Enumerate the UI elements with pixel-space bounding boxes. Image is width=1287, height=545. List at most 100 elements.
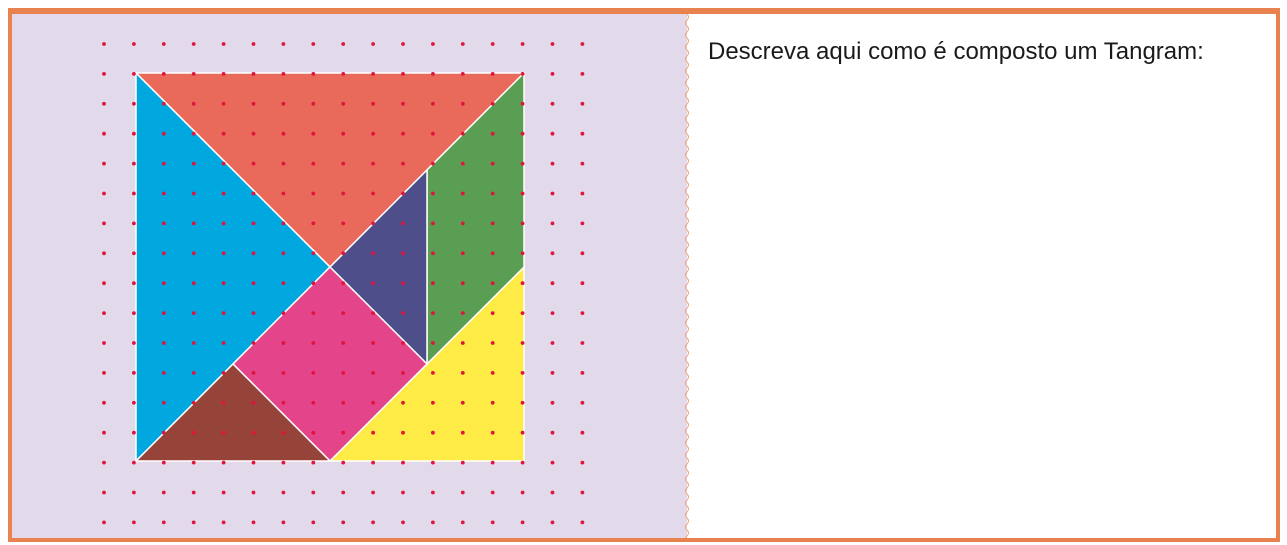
grid-dot: [161, 520, 166, 525]
grid-dot: [281, 400, 286, 405]
grid-dot: [431, 72, 435, 76]
grid-dot: [281, 371, 286, 375]
grid-dot: [132, 191, 136, 196]
grid-dot: [580, 161, 585, 166]
grid-dot: [102, 341, 106, 345]
grid-dot: [102, 221, 106, 226]
grid-dot: [281, 520, 286, 525]
grid-dot: [161, 311, 166, 315]
grid-dot: [431, 221, 435, 226]
grid-dot: [580, 311, 585, 315]
grid-dot: [221, 490, 226, 495]
grid-dot: [520, 131, 525, 136]
grid-dot: [191, 72, 196, 76]
grid-dot: [102, 400, 106, 405]
grid-dot: [132, 281, 136, 286]
grid-dot: [550, 520, 555, 525]
grid-dot: [490, 460, 495, 465]
wavy-divider: [685, 14, 689, 538]
grid-dot: [431, 191, 435, 196]
grid-dot: [132, 341, 136, 345]
grid-dot: [251, 42, 256, 46]
grid-dot: [550, 251, 555, 256]
grid-dot: [550, 341, 555, 345]
grid-dot: [550, 281, 555, 286]
grid-dot: [580, 371, 585, 375]
grid-dot: [550, 460, 555, 465]
grid-dot: [431, 371, 435, 375]
grid-dot: [221, 371, 226, 375]
grid-dot: [431, 520, 435, 525]
grid-dot: [102, 490, 106, 495]
grid-dot: [281, 191, 286, 196]
grid-dot: [102, 42, 106, 46]
grid-dot: [580, 72, 585, 76]
grid-dot: [460, 131, 465, 136]
grid-dot: [371, 371, 375, 375]
grid-dot: [161, 131, 166, 136]
grid-dot: [371, 281, 375, 286]
grid-dot: [251, 281, 256, 286]
grid-dot: [251, 311, 256, 315]
grid-dot: [371, 42, 375, 46]
grid-dot: [490, 101, 495, 106]
grid-dot: [460, 400, 465, 405]
grid-dot: [431, 400, 435, 405]
grid-dot: [371, 341, 375, 345]
grid-dot: [550, 311, 555, 315]
grid-dot: [341, 101, 346, 106]
grid-dot: [490, 131, 495, 136]
grid-dot: [371, 101, 375, 106]
grid-dot: [311, 430, 316, 435]
grid-dot: [311, 42, 316, 46]
grid-dot: [341, 191, 346, 196]
grid-dot: [580, 460, 585, 465]
grid-dot: [281, 161, 286, 166]
small-triangle-bottom-left: [134, 362, 332, 462]
grid-dot: [251, 251, 256, 256]
grid-dot: [221, 191, 226, 196]
grid-dot: [371, 430, 375, 435]
grid-dot: [431, 281, 435, 286]
grid-dot: [520, 191, 525, 196]
grid-dot: [460, 101, 465, 106]
grid-dot: [550, 42, 555, 46]
grid-dot: [431, 42, 435, 46]
grid-dot: [401, 341, 405, 345]
grid-dot: [341, 131, 346, 136]
grid-dot: [371, 460, 375, 465]
grid-dot: [460, 281, 465, 286]
grid-dot: [580, 42, 585, 46]
grid-dot: [520, 251, 525, 256]
answer-panel[interactable]: Descreva aqui como é composto um Tangram…: [690, 14, 1270, 538]
grid-dot: [341, 520, 346, 525]
grid-dot: [490, 42, 495, 46]
grid-dot: [401, 311, 405, 315]
grid-dot: [132, 371, 136, 375]
grid-dot: [161, 371, 166, 375]
grid-dot: [520, 490, 525, 495]
grid-dot: [102, 131, 106, 136]
grid-dot: [161, 191, 166, 196]
grid-dot: [191, 430, 196, 435]
grid-dot: [550, 371, 555, 375]
grid-dot: [161, 72, 166, 76]
grid-dot: [401, 221, 405, 226]
grid-dot: [191, 191, 196, 196]
grid-dot: [191, 490, 196, 495]
grid-dot: [102, 460, 106, 465]
grid-dot: [341, 400, 346, 405]
grid-dot: [460, 341, 465, 345]
grid-dot: [221, 341, 226, 345]
grid-dot: [161, 341, 166, 345]
grid-dot: [221, 42, 226, 46]
grid-dot: [132, 101, 136, 106]
grid-dot: [311, 520, 316, 525]
grid-dot: [580, 191, 585, 196]
grid-dot: [102, 371, 106, 375]
grid-dot: [161, 42, 166, 46]
grid-dot: [102, 311, 106, 315]
grid-dot: [311, 371, 316, 375]
grid-dot: [191, 341, 196, 345]
grid-dot: [490, 490, 495, 495]
